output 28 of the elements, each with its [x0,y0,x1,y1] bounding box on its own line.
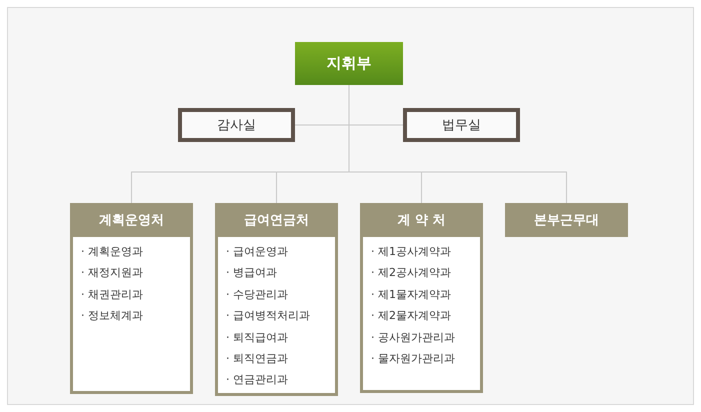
section-item: · 제1공사계약과 [371,244,451,260]
division-heading: 본부근무대 [533,212,600,230]
section-item: · 수당관리과 [226,286,288,303]
section-item: · 채권관리과 [81,286,143,303]
section-item: · 연금관리과 [226,372,288,388]
division-heading: 계획운영처 [98,212,165,230]
section-item: · 급여운영과 [226,244,288,260]
division-card [360,203,483,393]
section-item: · 제2공사계약과 [371,265,451,282]
division-heading: 계 약 처 [396,212,447,230]
section-item: · 퇴직급여과 [226,330,288,346]
section-item: · 재정지원과 [81,265,143,282]
office-box: 감사실 [178,108,295,142]
section-item: · 병급여과 [226,265,277,282]
section-item: · 제1물자계약과 [371,286,451,303]
section-item: · 공사원가관리과 [371,330,455,346]
division-card [215,203,338,396]
division-card [505,203,628,237]
division-card [70,203,193,394]
section-item: · 정보체계과 [81,308,143,324]
section-item: · 물자원가관리과 [371,351,455,368]
section-item: · 계획운영과 [81,244,143,260]
section-item: · 급여병적처리과 [226,308,310,324]
division-heading: 급여연금처 [243,212,310,230]
office-box: 법무실 [403,108,520,142]
command-box: 지휘부 [295,42,403,85]
section-item: · 퇴직연금과 [226,351,288,368]
section-item: · 제2물자계약과 [371,308,451,324]
